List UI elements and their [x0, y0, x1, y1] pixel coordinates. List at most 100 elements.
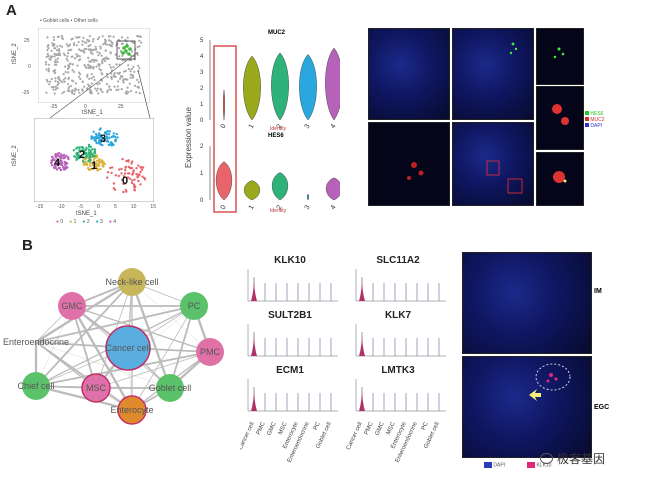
tsne-point	[122, 79, 125, 82]
tsne-point	[136, 78, 139, 81]
cluster-point	[135, 173, 138, 176]
cluster-point	[62, 157, 65, 160]
tsne-point	[101, 90, 104, 94]
tsne-point	[118, 55, 121, 58]
xtick: 5	[113, 204, 117, 210]
tsne-point	[90, 91, 93, 94]
tsne-point	[129, 70, 132, 73]
tsne-point	[65, 43, 68, 46]
tsne-point	[45, 55, 48, 58]
cluster-point	[140, 168, 144, 171]
cluster-point	[123, 172, 127, 175]
legend-dapi-b: DAPI	[493, 462, 506, 469]
tsne-point	[57, 82, 60, 85]
tsne-point	[93, 78, 96, 82]
network-edge	[35, 281, 133, 387]
tsne-point	[49, 80, 52, 83]
cluster-label: 3	[100, 133, 106, 145]
tsne-point	[61, 45, 64, 48]
tsne-point	[78, 91, 81, 94]
cluster-point	[139, 166, 142, 169]
cluster-point	[56, 152, 60, 155]
cluster-point	[81, 146, 84, 149]
tsne-point	[96, 87, 99, 90]
cluster-point	[103, 162, 107, 166]
tsne-point	[56, 35, 59, 38]
micro-label-egc: EGC	[594, 404, 610, 411]
tsne-point	[67, 52, 70, 55]
xtick: PC	[313, 421, 322, 432]
cluster-point	[89, 151, 93, 154]
tsne-point	[56, 49, 59, 52]
tsne-point	[54, 58, 57, 61]
cluster-point	[112, 135, 115, 138]
violin-title-hes6: HES6	[268, 133, 284, 139]
tsne-point	[87, 45, 90, 48]
micrograph-a3	[536, 28, 584, 85]
tsne-point	[96, 83, 99, 86]
cluster-point	[98, 162, 101, 165]
xtick: 0	[220, 123, 228, 130]
tsne-point	[99, 47, 102, 50]
tsne-point	[46, 80, 49, 83]
tsne-point	[89, 48, 92, 51]
tsne-point	[48, 83, 51, 86]
cluster-point	[95, 141, 98, 145]
tsne-point	[114, 75, 117, 78]
micro-legend-a: HES6 MUC2 DAPI	[585, 111, 625, 129]
tsne-point	[76, 36, 79, 39]
tsne-point	[133, 70, 136, 73]
cluster-point	[87, 145, 91, 148]
tsne-point	[45, 68, 48, 71]
tsne-overview-plot: • Goblet cells • Other cells tSNE_2 25 0…	[12, 18, 155, 118]
cluster-point	[72, 149, 76, 152]
tsne-point	[73, 92, 76, 95]
violin-shape	[307, 193, 309, 201]
tsne-point	[47, 70, 50, 73]
cluster-point	[121, 157, 124, 161]
cluster-point	[91, 148, 94, 151]
tsne-point	[61, 92, 64, 95]
cluster-point	[97, 164, 101, 167]
tsne-point	[71, 68, 74, 72]
cluster-point	[130, 166, 134, 170]
xtick: PC	[421, 421, 430, 432]
wechat-icon	[540, 453, 553, 464]
tsne-point	[90, 73, 93, 76]
tsne-point	[137, 81, 140, 84]
tsne-point	[92, 37, 95, 41]
tsne-point	[52, 38, 56, 42]
network-node	[117, 395, 147, 425]
violin-xlabel: Identity	[270, 126, 287, 132]
cluster-point	[59, 163, 62, 166]
network-node	[105, 325, 151, 371]
cluster-point	[59, 156, 63, 159]
tsne-point	[59, 44, 62, 47]
tsne-point	[68, 43, 72, 46]
cluster-point	[92, 160, 95, 164]
tsne-point	[86, 73, 89, 76]
cluster-point	[92, 137, 95, 140]
cluster-point	[118, 168, 121, 171]
cluster-point	[60, 159, 63, 163]
tsne-point	[106, 89, 109, 92]
cluster-point	[135, 167, 138, 170]
tsne-point	[99, 89, 102, 92]
tsne-point	[73, 42, 76, 45]
tsne-point	[84, 66, 88, 69]
tsne-point	[66, 55, 69, 58]
tsne-point	[108, 63, 111, 66]
xtick: MSC	[278, 421, 289, 436]
tsne-point	[116, 85, 119, 88]
cluster-point	[132, 183, 136, 186]
tsne-point	[117, 88, 120, 91]
xtick: GMC	[266, 421, 278, 437]
cluster-point	[110, 142, 114, 146]
tsne-point	[110, 72, 113, 75]
tsne-overview-scatter	[38, 28, 150, 103]
tsne-point	[87, 66, 90, 69]
tsne-point	[61, 37, 64, 40]
tsne-point	[87, 56, 90, 59]
tsne-point	[70, 79, 74, 82]
